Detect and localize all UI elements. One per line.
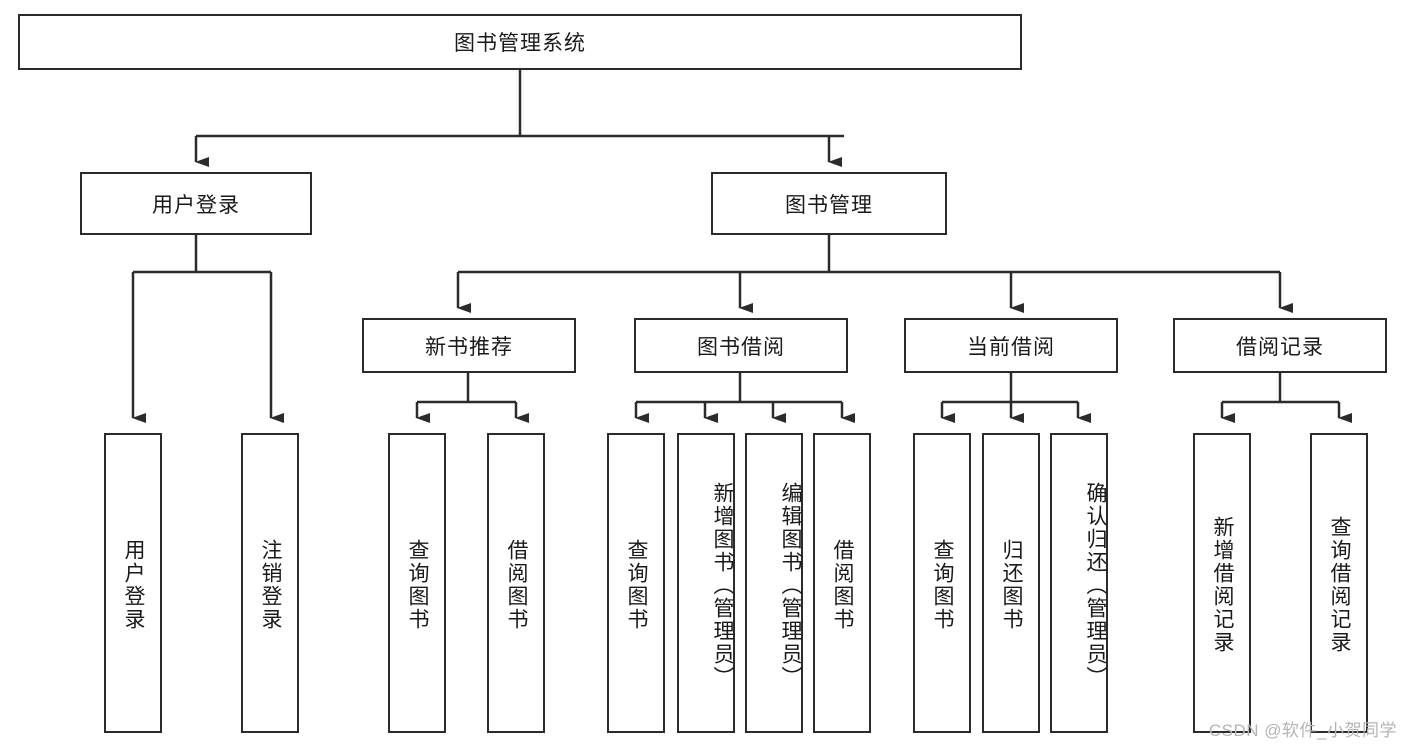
leaf-user-login[interactable]: 用户登录 — [104, 433, 162, 733]
leaf-add-book[interactable]: 新增图书（管理员） — [677, 433, 735, 733]
leaf-logout-login-label: 注销登录 — [259, 539, 283, 631]
node-book-borrow[interactable]: 图书借阅 — [634, 318, 848, 373]
node-user-login[interactable]: 用户登录 — [80, 172, 312, 235]
leaf-return-book[interactable]: 归还图书 — [982, 433, 1040, 733]
leaf-borrow-book-2[interactable]: 借阅图书 — [813, 433, 871, 733]
leaf-confirm-return[interactable]: 确认归还（管理员） — [1050, 433, 1108, 733]
node-new-book-recommend-label: 新书推荐 — [425, 335, 513, 359]
node-book-manage[interactable]: 图书管理 — [711, 172, 947, 235]
node-current-borrow[interactable]: 当前借阅 — [904, 318, 1118, 373]
leaf-query-book-3[interactable]: 查询图书 — [913, 433, 971, 733]
leaf-confirm-return-label: 确认归还（管理员） — [1084, 481, 1107, 689]
leaf-query-book-3-label: 查询图书 — [931, 539, 955, 631]
watermark: CSDN @软件_小贺同学 — [1208, 721, 1397, 740]
leaf-query-book-2-label: 查询图书 — [625, 539, 649, 631]
leaf-edit-book-label: 编辑图书（管理员） — [779, 481, 802, 689]
leaf-user-login-label: 用户登录 — [122, 539, 146, 631]
leaf-borrow-book-1[interactable]: 借阅图书 — [487, 433, 545, 733]
leaf-add-record-label: 新增借阅记录 — [1211, 516, 1235, 654]
leaf-query-book-1[interactable]: 查询图书 — [388, 433, 446, 733]
leaf-logout-login[interactable]: 注销登录 — [241, 433, 299, 733]
leaf-query-record-label: 查询借阅记录 — [1328, 516, 1352, 654]
node-borrow-record-label: 借阅记录 — [1236, 335, 1324, 359]
node-root-label: 图书管理系统 — [454, 32, 586, 55]
node-book-manage-label: 图书管理 — [785, 193, 873, 217]
leaf-query-book-2[interactable]: 查询图书 — [607, 433, 665, 733]
leaf-add-record[interactable]: 新增借阅记录 — [1193, 433, 1251, 733]
node-user-login-label: 用户登录 — [152, 193, 240, 217]
node-current-borrow-label: 当前借阅 — [967, 335, 1055, 359]
leaf-add-book-label: 新增图书（管理员） — [711, 481, 734, 689]
node-root[interactable]: 图书管理系统 — [18, 14, 1022, 70]
node-book-borrow-label: 图书借阅 — [697, 335, 785, 359]
leaf-borrow-book-1-label: 借阅图书 — [505, 539, 529, 631]
node-borrow-record[interactable]: 借阅记录 — [1173, 318, 1387, 373]
leaf-query-record[interactable]: 查询借阅记录 — [1310, 433, 1368, 733]
leaf-query-book-1-label: 查询图书 — [406, 539, 430, 631]
node-new-book-recommend[interactable]: 新书推荐 — [362, 318, 576, 373]
leaf-return-book-label: 归还图书 — [1000, 539, 1024, 631]
leaf-borrow-book-2-label: 借阅图书 — [831, 539, 855, 631]
leaf-edit-book[interactable]: 编辑图书（管理员） — [745, 433, 803, 733]
